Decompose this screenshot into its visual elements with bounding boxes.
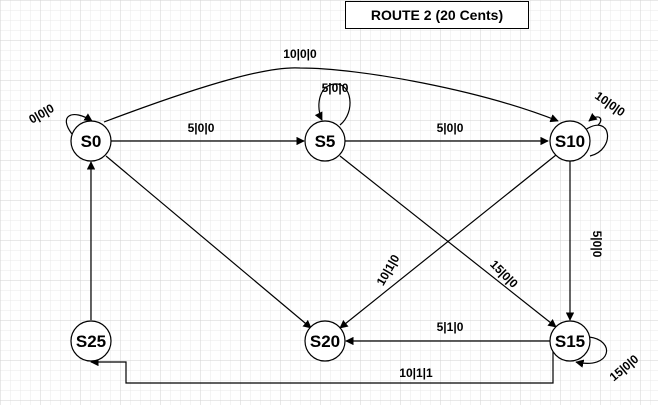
state-s5[interactable]: S5 [304, 120, 346, 162]
diagram-title-text: ROUTE 2 (20 Cents) [370, 7, 504, 23]
state-label: S25 [76, 332, 106, 351]
state-label: S10 [555, 132, 585, 151]
label-s0-s5: 5|0|0 [188, 121, 215, 135]
label-s15-s20: 5|1|0 [437, 320, 464, 334]
edge-s10-s10 [584, 124, 608, 157]
label-s0-s10: 10|0|0 [283, 47, 317, 61]
label-s5-s10: 5|0|0 [437, 121, 464, 135]
label-s10-s15: 5|0|0 [590, 231, 604, 258]
edge-s0-s20 [105, 155, 312, 329]
state-s25[interactable]: S25 [70, 320, 112, 362]
edge-s5-s5 [314, 83, 351, 126]
state-label: S0 [81, 132, 102, 151]
state-s20[interactable]: S20 [304, 320, 346, 362]
edge-s0-s10 [103, 67, 559, 123]
edge-s0-s0 [65, 113, 93, 135]
state-s0[interactable]: S0 [70, 120, 112, 162]
edge-s15-s15 [575, 336, 608, 368]
state-label: S15 [555, 332, 585, 351]
edge-s15-s25 [90, 350, 554, 384]
edge-s10-s20 [339, 154, 557, 329]
state-label: S20 [310, 332, 340, 351]
state-s15[interactable]: S15 [549, 320, 591, 362]
label-s5-s5: 5|0|0 [322, 81, 349, 95]
state-s10[interactable]: S10 [549, 120, 591, 162]
diagram-title: ROUTE 2 (20 Cents) [345, 1, 529, 29]
edge-s10-s10-head [588, 112, 602, 126]
state-label: S5 [315, 132, 336, 151]
label-s15-s25: 10|1|1 [399, 366, 433, 380]
